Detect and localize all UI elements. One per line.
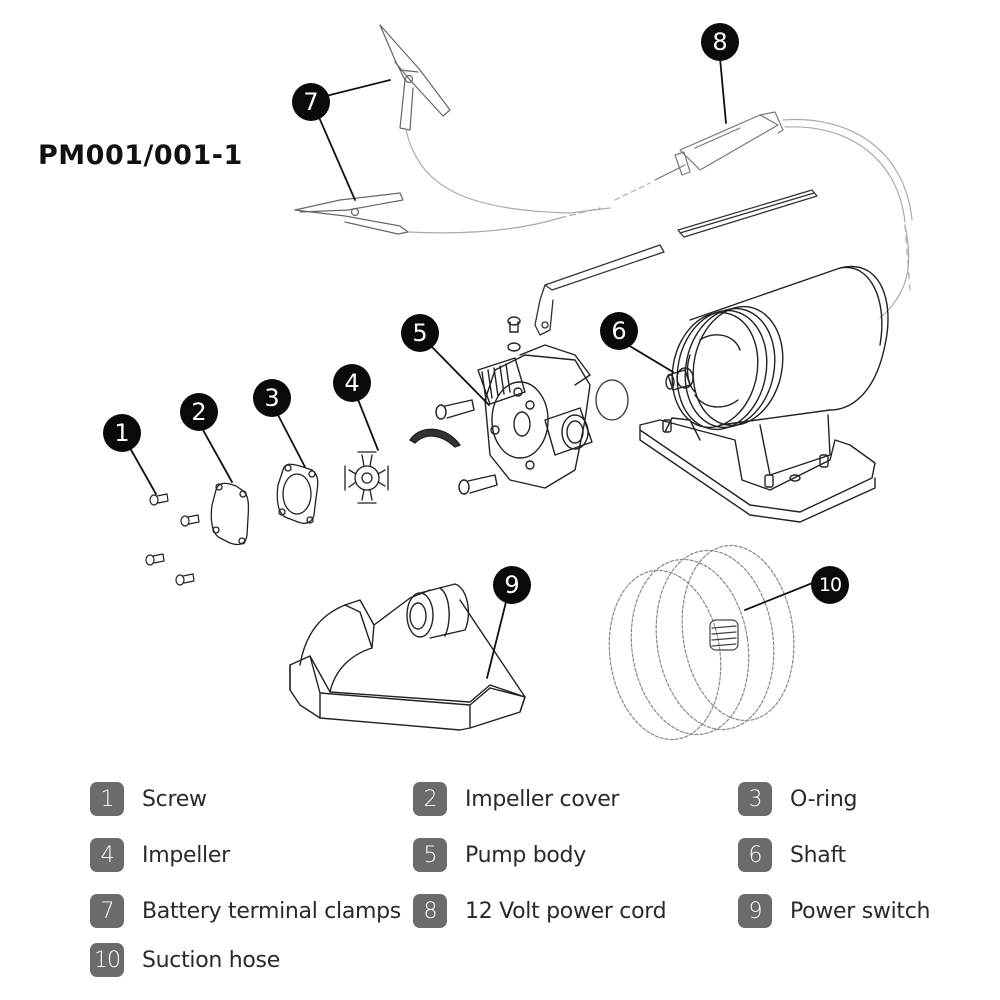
legend-label: Impeller [142, 842, 230, 868]
callout-7: 7 [292, 83, 330, 121]
o-ring-gasket [276, 463, 319, 524]
callout-3: 3 [253, 379, 291, 417]
power-switch-housing [289, 583, 526, 731]
callout-5: 5 [401, 314, 439, 352]
legend-item-6: 6 Shaft [738, 835, 846, 875]
legend-badge: 5 [413, 838, 447, 872]
impeller [344, 451, 389, 504]
legend-item-8: 8 12 Volt power cord [413, 891, 667, 931]
legend-item-1: 1 Screw [90, 779, 207, 819]
legend-item-10: 10 Suction hose [90, 940, 280, 980]
legend-label: Power switch [790, 898, 931, 924]
suction-hose-coil [608, 544, 795, 741]
hose-coupling [709, 619, 739, 651]
pump-body [409, 316, 593, 495]
legend-label: Shaft [790, 842, 846, 868]
callout-2: 2 [180, 393, 218, 431]
legend-item-2: 2 Impeller cover [413, 779, 619, 819]
impeller-cover [210, 482, 250, 546]
legend-badge: 7 [90, 894, 124, 928]
legend-label: O-ring [790, 786, 858, 812]
motor-assembly [639, 265, 889, 523]
legend-item-4: 4 Impeller [90, 835, 230, 875]
legend-item-7: 7 Battery terminal clamps [90, 891, 401, 931]
exploded-parts-diagram: PM001/001-1 1 2 3 4 5 6 7 8 9 10 [38, 23, 913, 741]
callout-9: 9 [493, 566, 531, 604]
model-title: PM001/001-1 [38, 140, 243, 171]
legend-item-9: 9 Power switch [738, 891, 930, 931]
legend-label: Pump body [465, 842, 586, 868]
screws [145, 493, 200, 586]
legend-label: Battery terminal clamps [142, 898, 401, 924]
legend-item-5: 5 Pump body [413, 835, 586, 875]
battery-clamp-lower [294, 192, 409, 235]
callout-6: 6 [600, 312, 638, 350]
callout-1: 1 [103, 414, 141, 452]
legend-badge: 8 [413, 894, 447, 928]
leader-lines [129, 57, 816, 679]
legend-label: Impeller cover [465, 786, 620, 812]
legend-item-3: 3 O-ring [738, 779, 857, 819]
legend-badge: 2 [413, 782, 447, 816]
power-cord-plug [654, 111, 784, 181]
legend-badge: 9 [738, 894, 772, 928]
legend-badge: 6 [738, 838, 772, 872]
legend-badge: 4 [90, 838, 124, 872]
spacer-disc [595, 379, 629, 421]
callout-10: 10 [811, 566, 849, 604]
parts-legend: 1 Screw 2 Impeller cover 3 O-ring 4 Impe… [0, 770, 1000, 1000]
battery-clamp-upper [379, 24, 451, 131]
legend-label: Screw [142, 786, 207, 812]
mounting-strips [534, 189, 818, 336]
power-cord-cable [782, 118, 913, 319]
callout-4: 4 [333, 364, 371, 402]
legend-label: 12 Volt power cord [465, 898, 667, 924]
legend-badge: 3 [738, 782, 772, 816]
callout-8: 8 [701, 23, 739, 61]
legend-badge: 1 [90, 782, 124, 816]
clamp-cables [405, 129, 651, 234]
legend-badge: 10 [90, 943, 124, 977]
legend-label: Suction hose [142, 947, 280, 973]
